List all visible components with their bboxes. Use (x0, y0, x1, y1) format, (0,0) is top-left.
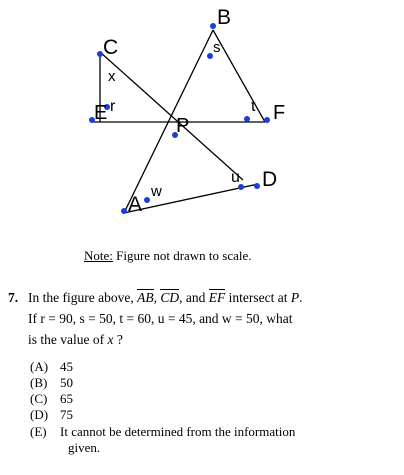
point-marker-e (89, 117, 95, 123)
point-marker-d (254, 183, 260, 189)
question-line-3: is the value of x ? (28, 331, 123, 349)
angle-label-r: r (110, 98, 116, 115)
angle-marker-u (238, 184, 244, 190)
choice-e[interactable]: (E) It cannot be determined from the info… (30, 424, 295, 440)
question-text-3b: ? (113, 332, 123, 347)
angle-label-u: u (231, 169, 240, 186)
choice-d-text: 75 (60, 407, 73, 422)
angle-label-w: w (150, 183, 162, 200)
point-markers (89, 23, 270, 214)
angle-label-s: s (213, 39, 221, 56)
note-text: Figure not drawn to scale. (116, 248, 252, 263)
figure-note: Note: Figure not drawn to scale. (84, 248, 252, 264)
choice-e-letter: (E) (30, 424, 47, 439)
segment-ef-label: EF (208, 289, 226, 305)
angle-marker-x (104, 104, 110, 110)
choice-e-text: It cannot be determined from the informa… (60, 424, 296, 439)
point-marker-f (264, 117, 270, 123)
point-marker-c (97, 51, 103, 57)
point-label-f: F (273, 102, 285, 124)
choice-c-letter: (C) (30, 391, 48, 406)
point-label-c: C (103, 36, 118, 59)
choice-b-letter: (B) (30, 375, 48, 390)
variable-x: x (107, 332, 114, 347)
segment-ab-label: AB (137, 289, 154, 305)
choice-a-text: 45 (60, 359, 73, 374)
point-label-e: E (94, 102, 107, 124)
choice-d-letter: (D) (30, 407, 49, 422)
choice-c[interactable]: (C) 65 (30, 391, 73, 407)
segment-bf (212, 29, 266, 123)
note-prefix: Note: (84, 248, 113, 263)
choice-e-continuation: given. (68, 440, 101, 455)
question-text-1e: . (299, 290, 303, 305)
point-label-p: P (176, 115, 189, 137)
question-line-1: In the figure above, AB, CD, and EF inte… (28, 289, 302, 307)
choice-b[interactable]: (B) 50 (30, 375, 73, 391)
geometry-figure: B C E F P D A r s t u w x (89, 6, 285, 216)
question-line-2: If r = 90, s = 50, t = 60, u = 45, and w… (28, 311, 293, 326)
angle-marker-w (144, 197, 150, 203)
point-label-a: A (128, 193, 142, 216)
point-label-b: B (217, 6, 231, 29)
choice-a-letter: (A) (30, 359, 49, 374)
choice-d[interactable]: (D) 75 (30, 407, 73, 423)
question-text-3a: is the value of (28, 332, 108, 347)
segment-cd-label: CD (160, 289, 180, 305)
question-text-1a: In the figure above, (28, 290, 138, 305)
angle-marker-t (244, 116, 250, 122)
choice-c-text: 65 (60, 391, 73, 406)
question-number: 7. (8, 290, 19, 305)
question-text-1b: , (153, 290, 161, 305)
segment-cd (99, 51, 244, 181)
question-text-1c: , and (179, 290, 209, 305)
point-marker-p (172, 132, 178, 138)
point-p-label: P (290, 290, 300, 305)
angle-label-t: t (251, 98, 256, 115)
segment-ad (123, 183, 259, 214)
point-marker-b (210, 23, 216, 29)
angle-marker-s (207, 53, 213, 59)
question-text-1d: intersect at (225, 290, 291, 305)
point-marker-a (121, 208, 127, 214)
point-label-d: D (262, 168, 277, 191)
choice-b-text: 50 (60, 375, 73, 390)
angle-label-x: x (108, 68, 116, 85)
choice-a[interactable]: (A) 45 (30, 359, 73, 375)
